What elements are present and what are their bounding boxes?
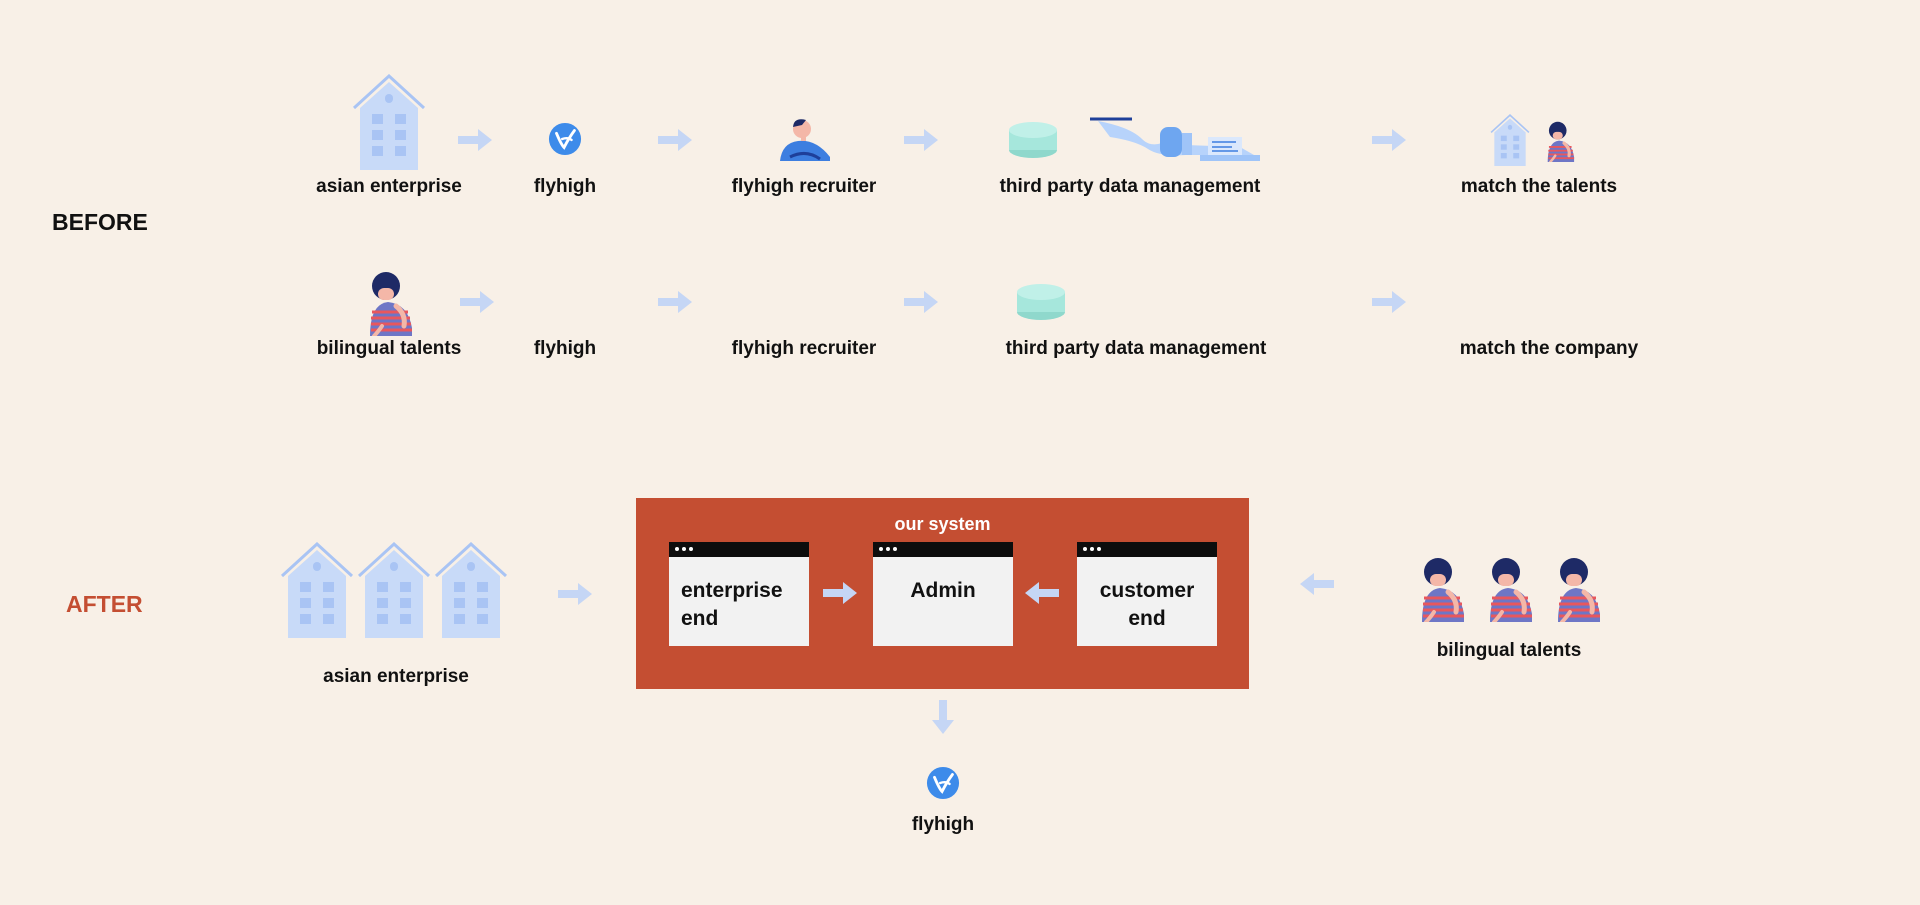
window-title-bar: [873, 542, 1013, 557]
label-flyhigh: flyhigh: [533, 338, 597, 359]
window-title-bar: [1077, 542, 1217, 557]
talent-person-icon: [354, 266, 422, 336]
label-match-the-talents: match the talents: [1460, 176, 1618, 197]
building-icon: [1490, 114, 1530, 166]
building-icon: [434, 542, 508, 638]
label-flyhigh: flyhigh: [533, 176, 597, 197]
recruiter-icon: [776, 117, 832, 161]
arrow-right-icon: [460, 291, 494, 313]
arrow-right-icon: [823, 582, 857, 604]
admin-label: Admin: [910, 579, 976, 602]
arrow-right-icon: [904, 129, 938, 151]
arrow-left-icon: [1025, 582, 1059, 604]
arrow-right-icon: [1372, 291, 1406, 313]
after-title: AFTER: [66, 591, 143, 617]
label-third-party-data-management: third party data management: [999, 176, 1261, 197]
our-system-title: our system: [894, 514, 991, 534]
label-flyhigh-recruiter: flyhigh recruiter: [731, 338, 877, 359]
admin-panel: Admin: [873, 542, 1013, 646]
building-icon: [352, 74, 426, 170]
window-dots-icon: [675, 547, 693, 551]
label-match-the-company: match the company: [1459, 338, 1639, 359]
data-documents-icon: [1090, 117, 1260, 163]
customer-end-label: customer end: [1099, 579, 1195, 630]
flyhigh-logo-icon: [926, 766, 960, 800]
building-icon: [280, 542, 354, 638]
arrow-right-icon: [558, 583, 592, 605]
arrow-left-icon: [1300, 573, 1334, 595]
flyhigh-logo-icon: [548, 122, 582, 156]
talent-person-icon: [1474, 552, 1542, 622]
our-system-box: our system enterprise end Admin customer…: [636, 498, 1249, 689]
building-icon: [357, 542, 431, 638]
customer-end-panel: customer end: [1077, 542, 1217, 646]
label-bilingual-talents: bilingual talents: [1436, 640, 1582, 661]
talent-person-icon: [1406, 552, 1474, 622]
arrow-right-icon: [658, 129, 692, 151]
label-asian-enterprise: asian enterprise: [316, 176, 462, 197]
label-asian-enterprise: asian enterprise: [323, 666, 469, 687]
window-dots-icon: [879, 547, 897, 551]
arrow-right-icon: [458, 129, 492, 151]
label-bilingual-talents: bilingual talents: [316, 338, 462, 359]
arrow-right-icon: [904, 291, 938, 313]
enterprise-end-label: enterprise end: [681, 579, 783, 630]
arrow-down-icon: [932, 700, 954, 734]
label-third-party-data-management: third party data management: [1005, 338, 1267, 359]
before-title: BEFORE: [52, 209, 148, 235]
arrow-right-icon: [658, 291, 692, 313]
talent-person-icon: [1538, 118, 1580, 162]
label-flyhigh: flyhigh: [911, 814, 975, 835]
label-flyhigh-recruiter: flyhigh recruiter: [731, 176, 877, 197]
talent-person-icon: [1542, 552, 1610, 622]
window-dots-icon: [1083, 547, 1101, 551]
window-title-bar: [669, 542, 809, 557]
arrow-right-icon: [1372, 129, 1406, 151]
database-icon: [1008, 120, 1058, 160]
database-icon: [1016, 282, 1066, 322]
enterprise-end-panel: enterprise end: [669, 542, 809, 646]
